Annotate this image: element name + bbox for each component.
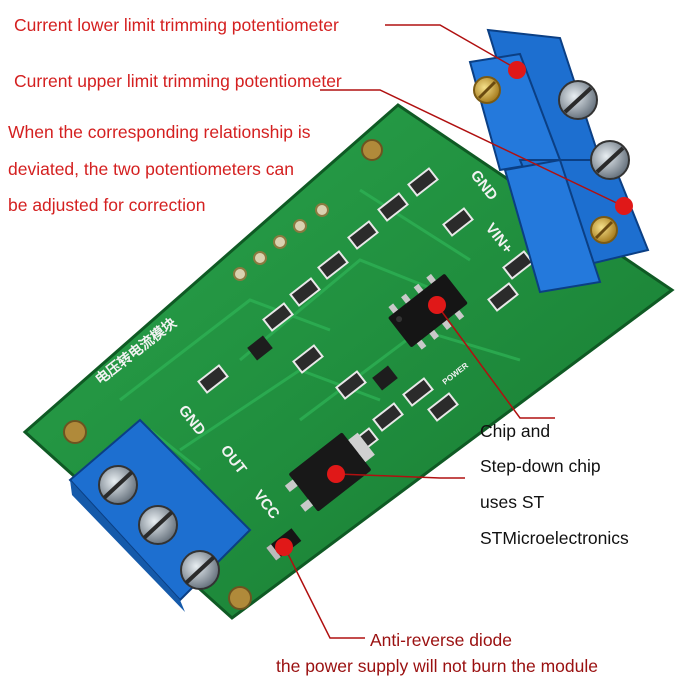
lower-limit-potentiometer	[473, 76, 501, 104]
left-terminal-block	[68, 418, 252, 612]
annotation-chip-line3: uses ST	[480, 492, 545, 512]
annotation-chip-line1: Chip and	[480, 421, 551, 441]
annotation-diode-line2: the power supply will not burn the modul…	[276, 656, 598, 676]
smd-components	[197, 167, 534, 457]
annotation-chip-line2: Step-down chip	[480, 456, 601, 476]
annotation-deviation-line3: be adjusted for correction	[8, 195, 206, 215]
upper-limit-potentiometer	[590, 216, 618, 244]
annotation-deviation-line1: When the corresponding relationship is	[8, 122, 311, 142]
annotation-leaders	[284, 24, 624, 639]
header-pin-holes	[233, 203, 329, 281]
annotation-diode-line1: Anti-reverse diode	[370, 630, 513, 650]
annotation-chip-line4: STMicroelectronics	[480, 528, 629, 548]
annotation-markers	[275, 61, 633, 556]
mounting-holes	[63, 139, 383, 610]
annotation-deviation-line2: deviated, the two potentiometers can	[8, 159, 295, 179]
annotation-upper-pot: Current upper limit trimming potentiomet…	[14, 71, 342, 91]
annotation-lower-pot: Current lower limit trimming potentiomet…	[14, 15, 339, 35]
op-amp-chip	[388, 273, 468, 350]
